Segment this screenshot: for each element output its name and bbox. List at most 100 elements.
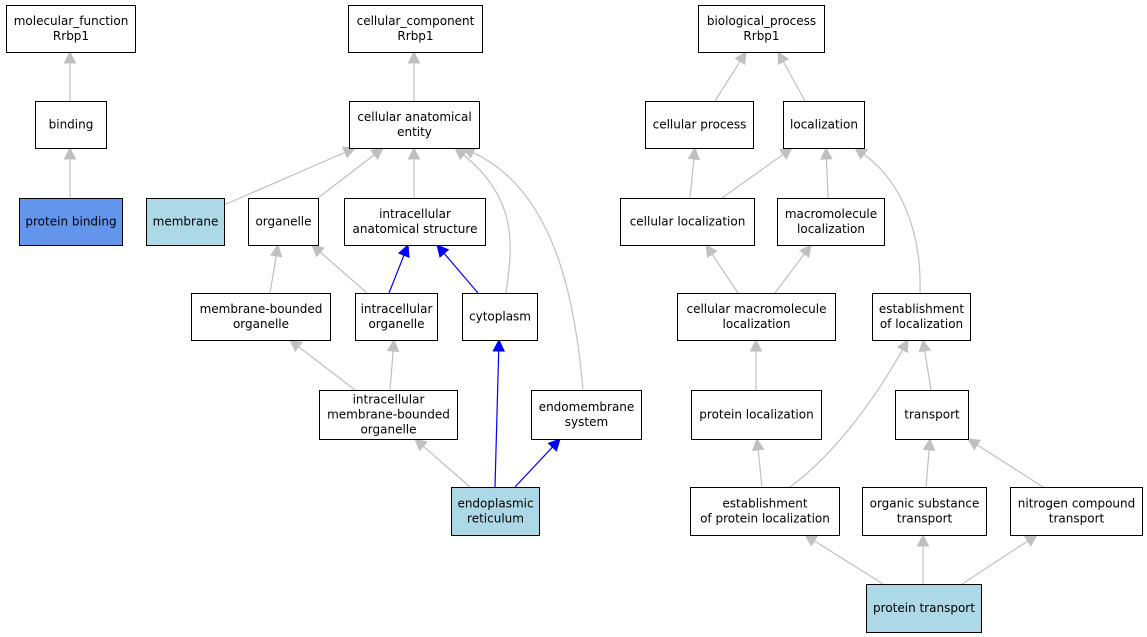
edge-line [317, 153, 376, 199]
node-label: Rrbp1 [397, 29, 433, 43]
edge-line [862, 153, 921, 294]
edge-binding-to-mf-root [63, 50, 77, 101]
edge-intracellular-anatomical-structure-to-cellular-anatomical-entity [407, 146, 421, 198]
arrowhead-icon [751, 437, 765, 452]
node-box [1010, 487, 1143, 536]
node-box [783, 101, 865, 149]
node-cellular-localization[interactable]: cellular localization [620, 198, 755, 246]
arrowhead-icon [705, 244, 718, 259]
edge-cellular-localization-to-localization [721, 147, 793, 199]
edge-nitrogen-compound-transport-to-transport [967, 438, 1044, 488]
edge-protein-transport-to-establishment-of-protein-localization [804, 534, 884, 585]
arrowhead-icon [916, 533, 930, 547]
node-protein-binding[interactable]: protein binding [19, 198, 123, 246]
arrowhead-icon [269, 243, 283, 258]
node-label: protein transport [873, 601, 975, 615]
node-label: membrane-bounded [327, 408, 450, 422]
node-transport[interactable]: transport [895, 390, 969, 440]
edge-line [422, 445, 471, 488]
edge-endoplasmic-reticulum-to-cytoplasm [492, 338, 505, 488]
arrowhead-icon [407, 146, 421, 160]
node-label: molecular_function [14, 14, 129, 28]
node-localization[interactable]: localization [783, 101, 865, 149]
edge-organelle-to-cellular-anatomical-entity [317, 147, 384, 199]
edge-line [689, 157, 695, 199]
edge-line [514, 445, 554, 488]
edge-line [443, 252, 479, 294]
edge-endoplasmic-reticulum-to-intracellular-mbo [414, 438, 471, 488]
edge-line [961, 539, 1029, 585]
edge-line [388, 254, 405, 294]
edge-protein-binding-to-binding [63, 146, 77, 198]
node-label: nitrogen compound [1018, 497, 1136, 511]
edge-membrane-to-cellular-anatomical-entity [223, 146, 357, 206]
node-label: endomembrane [539, 400, 635, 414]
node-organelle[interactable]: organelle [248, 198, 319, 246]
node-label: intracellular [379, 207, 451, 221]
node-label: localization [797, 222, 865, 236]
arrowhead-icon [492, 338, 505, 352]
edge-line [789, 348, 904, 488]
node-box [191, 293, 331, 341]
node-label: cellular anatomical [357, 110, 471, 124]
node-cellular-process[interactable]: cellular process [645, 101, 754, 149]
node-protein-localization[interactable]: protein localization [691, 390, 822, 440]
edge-line [319, 251, 368, 294]
node-binding[interactable]: binding [35, 101, 107, 149]
arrowhead-icon [777, 51, 790, 66]
edge-localization-to-bp-root [777, 51, 806, 102]
edge-line [825, 157, 829, 199]
arrowhead-icon [749, 338, 763, 352]
node-box [862, 487, 987, 536]
node-cytoplasm[interactable]: cytoplasm [462, 293, 538, 341]
edge-protein-transport-to-organic-substance-transport [916, 533, 930, 584]
edge-membrane-bounded-organelle-to-organelle [269, 243, 283, 294]
edge-intracellular-organelle-to-organelle [311, 244, 368, 294]
node-label: establishment [879, 302, 965, 316]
edge-organic-substance-transport-to-transport [922, 437, 936, 488]
edge-establishment-of-protein-localization-to-establishment-of-localization [789, 339, 909, 488]
arrowhead-icon [386, 338, 400, 352]
node-label: organelle [368, 317, 424, 331]
arrowhead-icon [799, 244, 812, 258]
arrowhead-icon [436, 244, 450, 258]
node-box [895, 390, 969, 440]
node-label: membrane [153, 215, 219, 229]
edge-intracellular-mbo-to-membrane-bounded-organelle [289, 339, 356, 391]
node-label: organelle [233, 317, 289, 331]
edge-line [925, 448, 930, 488]
arrowhead-icon [918, 338, 932, 353]
node-protein-transport[interactable]: protein transport [866, 584, 982, 633]
node-label: biological_process [707, 14, 816, 28]
edge-line [462, 153, 511, 294]
edge-line [813, 539, 884, 585]
edge-line [714, 60, 742, 102]
node-label: cellular macromolecule [686, 302, 826, 316]
node-layer: molecular_functionRrbp1cellular_componen… [6, 5, 1143, 633]
edge-endomembrane-system-to-cellular-anatomical-entity [461, 147, 584, 391]
arrowhead-icon [922, 437, 936, 451]
node-label: organelle [360, 423, 416, 437]
node-box [645, 101, 754, 149]
edge-cellular-localization-to-cellular-process [687, 146, 701, 199]
arrowhead-icon [1023, 534, 1038, 547]
node-membrane[interactable]: membrane [146, 198, 225, 246]
node-label: cellular process [653, 118, 747, 132]
edge-layer [63, 50, 1044, 585]
